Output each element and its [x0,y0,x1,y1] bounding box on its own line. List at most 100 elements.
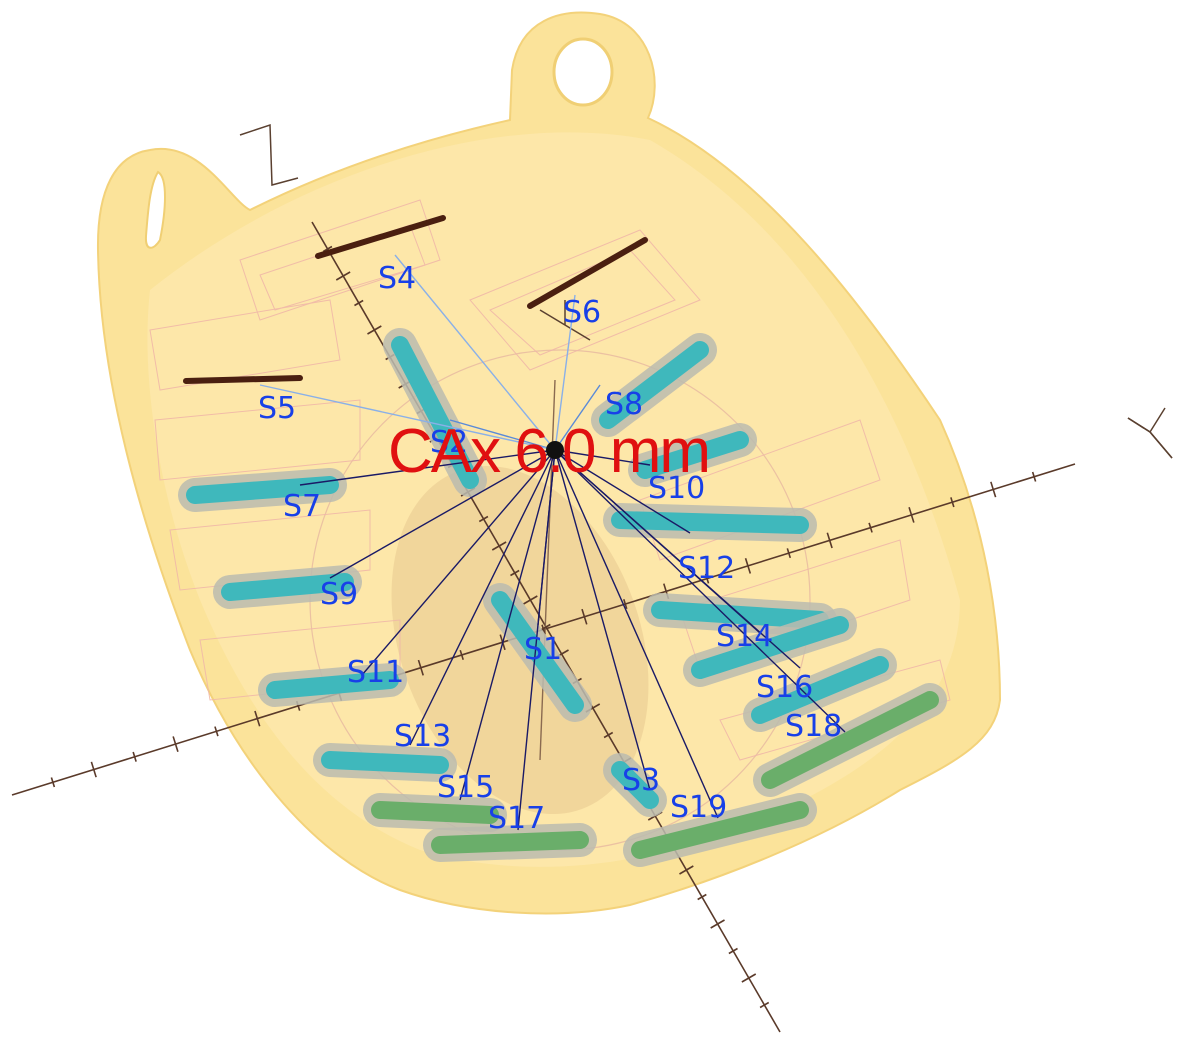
dwell-capsule [431,831,589,854]
y-axis-glyph [1127,407,1173,459]
dwell-capsule [751,656,889,724]
vertical-axis-tick [679,865,694,875]
seed-label-s16: S16 [756,670,813,705]
seed-label-s13: S13 [394,719,451,754]
seed-label-s19: S19 [670,790,727,825]
horizontal-axis-tick [868,522,873,533]
vertical-axis-tick [759,1001,770,1009]
center-axis-marker [539,300,591,341]
vertical-axis-tick [541,623,551,631]
seed-label-s12: S12 [678,551,735,586]
horizontal-axis-tick [254,710,261,727]
needle-bar-s6 [527,237,648,309]
seed-label-s14: S14 [716,619,773,654]
vertical-axis-tick [741,973,757,983]
vertical-axis-tick [603,731,614,739]
horizontal-axis-tick [132,751,137,762]
seed-lines [183,215,846,831]
seed-label-s17: S17 [488,801,545,836]
seed-line-s7 [299,449,556,486]
seed-label-s4: S4 [378,261,416,296]
tab-hole-left [144,170,166,249]
seed-label-s5: S5 [258,391,296,426]
seed-label-s11: S11 [347,655,404,690]
seed-line-s4 [394,254,556,451]
horizontal-axis-tick [908,507,915,523]
dwell-capsule [491,591,584,714]
seed-line-s10 [554,449,651,466]
seed-line-s15 [459,449,556,801]
tab-hole-right [552,37,614,107]
vertical-axis-tick [697,893,707,901]
dwell-capsule [691,616,849,679]
dwell-capsule [321,751,449,774]
seed-label-s6: S6 [563,295,601,330]
seed-label-s2: S2 [430,425,468,460]
horizontal-axis-tick [459,649,464,660]
horizontal-axis-tick [417,659,424,676]
vertical-axis-tick [491,541,507,551]
horizontal-axis-tick [214,726,219,737]
vertical-axis-tick [354,299,364,307]
dwell-capsule [611,761,659,809]
vertical-axis-tick [523,595,538,605]
horizontal-axis-tick [826,532,833,549]
seed-label-s8: S8 [605,387,643,422]
z-axis-marker [239,123,299,186]
dwell-capsule [371,801,499,824]
dwell-capsule [761,691,939,789]
horizontal-axis-tick [623,599,628,610]
horizontal-axis-tick [786,548,792,559]
seed-line-s16 [554,449,801,669]
horizontal-axis-tick [744,557,752,574]
vertical-axis-tick [710,919,725,929]
horizontal-axis-tick [90,761,97,778]
seed-label-s9: S9 [320,577,358,612]
dwell-capsule [186,476,339,504]
seed-line-s11 [361,449,556,676]
vertical-axis-tick [478,515,489,523]
dwell-capsule [221,573,354,601]
dwell-capsule [391,336,479,489]
dwell-capsule [266,671,399,699]
seed-line-s17 [517,449,556,831]
seed-label-s7: S7 [283,489,321,524]
seed-line-s13 [409,449,556,746]
seed-line-s18 [554,449,846,733]
seed-label-s15: S15 [437,770,494,805]
horizontal-axis-tick [581,608,588,625]
seed-label-s1: S1 [524,632,562,667]
seed-line-s2 [449,419,556,451]
horizontal-axis-tick [990,481,997,498]
calculation-point-marker [546,441,564,459]
measurement-label: CAx 6.0 mm [388,417,709,486]
dwell-positions [178,328,947,867]
vertical-axis-tick [335,271,351,281]
vertical-axis-tick [322,245,333,253]
y-axis-marker [1127,417,1173,459]
seed-line-s12 [554,449,691,534]
seed-line-s3 [554,449,651,791]
dwell-capsule [611,511,809,534]
seed-label-s3: S3 [622,763,660,798]
seed-label-s18: S18 [785,709,842,744]
seed-label-s10: S10 [648,471,705,506]
dwell-capsule [599,341,709,429]
dwell-capsule [631,801,809,859]
dwell-capsule [636,431,749,479]
horizontal-axis-tick [1031,471,1037,482]
seed-line-s19 [554,449,719,819]
seed-line-s5 [259,384,556,451]
seed-line-s6 [554,294,576,451]
horizontal-axis-tick [541,624,546,635]
horizontal-axis-tick [950,497,955,508]
horizontal-axis-tick [172,736,179,752]
needle-bar-s4 [315,215,446,259]
vertical-axis-tick [367,325,382,335]
horizontal-axis-tick [704,573,710,584]
seed-line-s9 [329,449,556,579]
seed-line-s8 [554,384,601,451]
vertical-axis-tick [510,569,520,577]
horizontal-axis-tick [50,777,56,788]
